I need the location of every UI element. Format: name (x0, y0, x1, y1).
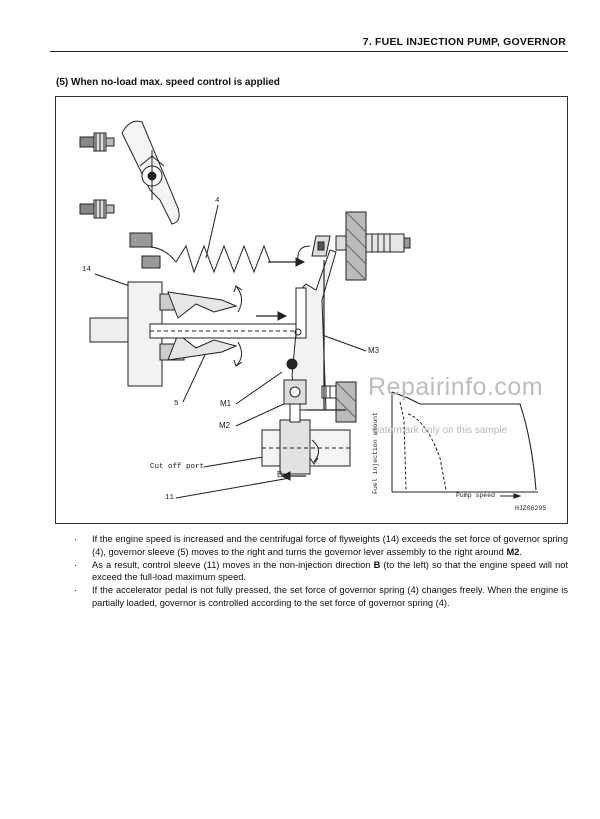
adjust-screw-upper (79, 132, 115, 152)
flyweight-assembly (89, 281, 301, 387)
performance-graph (391, 391, 538, 499)
label-m3: M3 (368, 346, 380, 355)
explanation-text: B (373, 559, 381, 570)
label-sleeve: 5 (174, 400, 179, 408)
label-spring: 4 (215, 197, 220, 205)
explanation-item: · If the accelerator pedal is not fully p… (74, 584, 568, 609)
bullet-dot: · (74, 559, 78, 570)
full-load-stopper (335, 211, 411, 281)
bullet-dot: · (74, 534, 78, 544)
label-m1: M1 (220, 399, 232, 408)
explanation-text: (to the left) so that the engine speed w… (92, 559, 568, 583)
section-title: (5) When no-load max. speed control is a… (56, 77, 280, 88)
explanation-text: If the engine speed is increased and the… (92, 534, 568, 557)
label-direction-b: B (277, 470, 283, 479)
watermark-main: Repairinfo.com (368, 373, 544, 401)
bullet-dot: · (74, 585, 78, 596)
explanation-text: M2 (506, 546, 520, 557)
header-title: 7. FUEL INJECTION PUMP, GOVERNOR (362, 36, 566, 48)
label-cutoff-port: Cut off port (150, 463, 205, 471)
header-rule (50, 51, 568, 52)
figure-frame (55, 96, 568, 524)
explanation-item: · If the engine speed is increased and th… (74, 533, 568, 558)
start-spring-stopper (321, 381, 357, 423)
governor-lever-assembly (283, 235, 337, 411)
graph-x-label: Pump speed (456, 492, 496, 499)
explanation-item: · As a result, control sleeve (11) moves … (74, 559, 568, 584)
explanation-text: If the accelerator pedal is not fully pr… (92, 585, 568, 608)
explanation-text: As a result, control sleeve (11) moves i… (92, 559, 374, 570)
watermark-sub: watermark only on this sample (372, 425, 508, 436)
label-control-sleeve: 11 (165, 494, 175, 502)
label-m2: M2 (219, 421, 231, 430)
explanation-text: . (519, 546, 522, 557)
adjust-screw-lower (79, 199, 115, 219)
label-flyweights: 14 (82, 266, 92, 274)
figure-code: HJZ06295 (515, 505, 547, 512)
control-sleeve-assembly (261, 403, 351, 481)
explanation-list: · If the engine speed is increased and th… (74, 533, 568, 610)
governor-spring (175, 244, 271, 274)
